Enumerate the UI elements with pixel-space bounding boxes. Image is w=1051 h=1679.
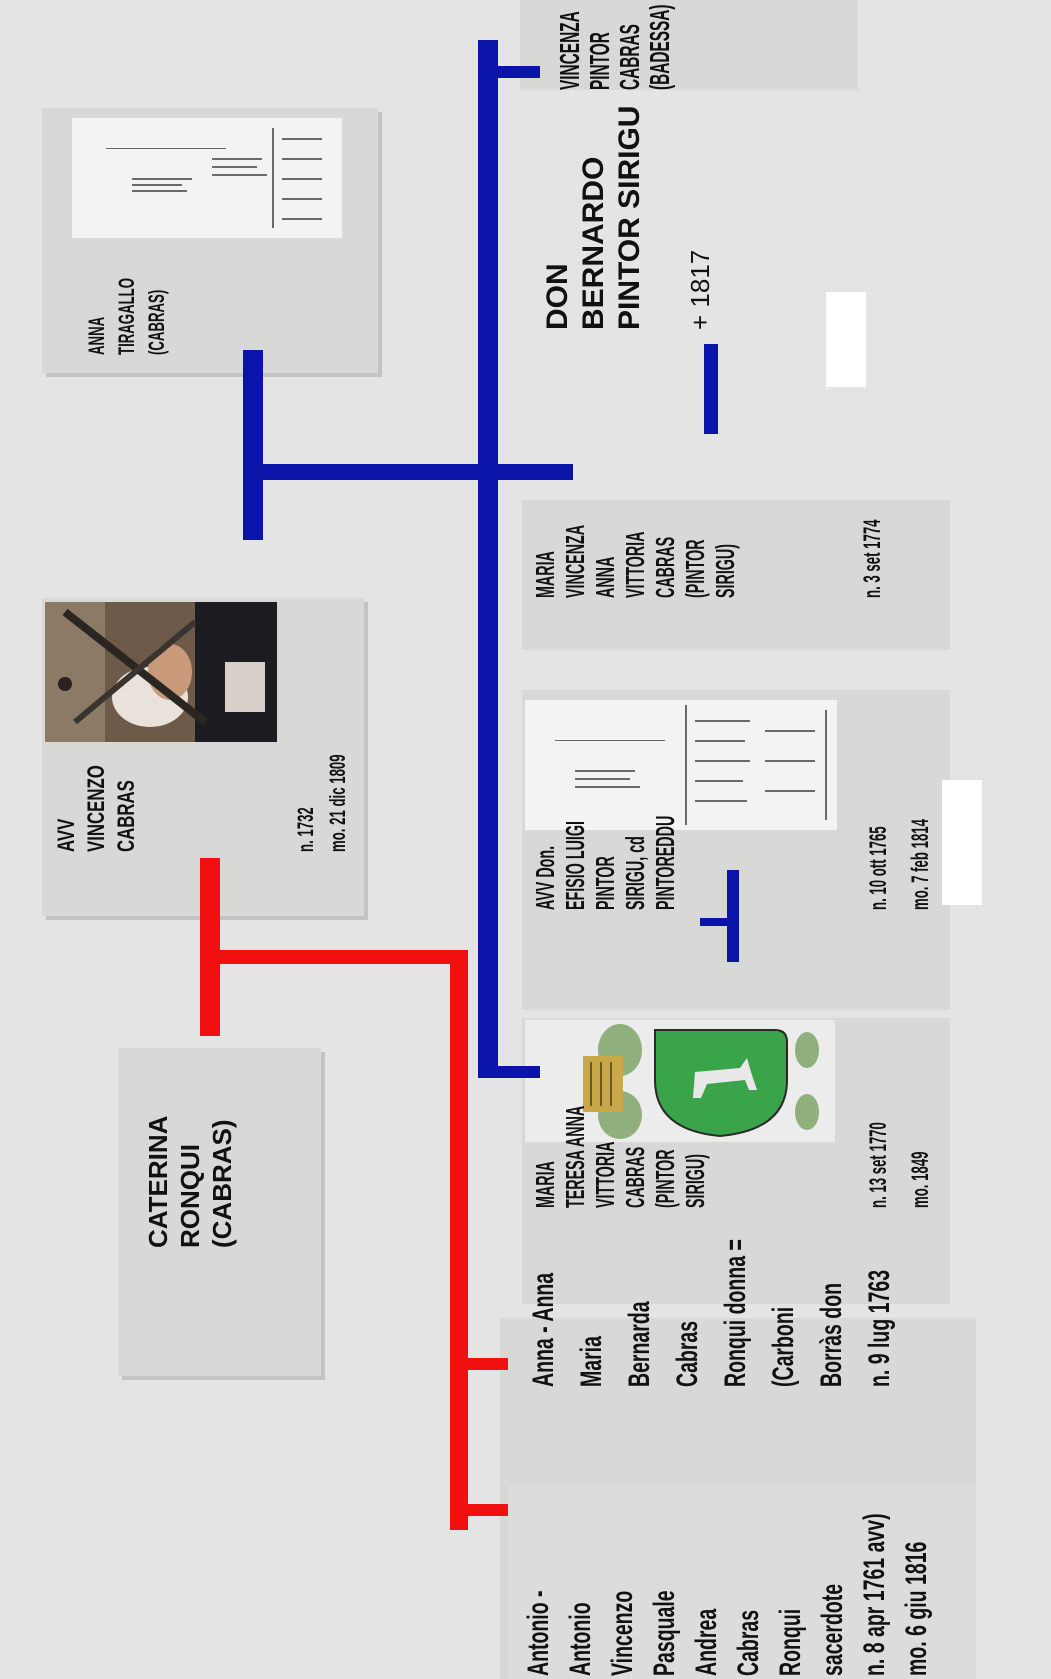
person-avv-vincenzo: AVV VINCENZO CABRAS — [52, 765, 142, 852]
person-vincenza-badessa: VINCENZA PINTOR CABRAS (BADESSA) — [555, 4, 675, 90]
birth-date: n. 9 lug 1763 — [856, 1239, 904, 1387]
name-line: RONQUI — [174, 1116, 206, 1248]
name-line: Vincenzo — [602, 1513, 644, 1676]
person-caterina-ronqui: CATERINA RONQUI (CABRAS) — [142, 1116, 238, 1248]
connector-line — [450, 956, 468, 1530]
person-anna-tiragallo: ANNA TIRAGALLO (CABRAS) — [82, 278, 172, 355]
person-efisio-luigi: AVV Don. EFISIO LUIGI PINTOR SIRIGU, cd … — [530, 816, 680, 910]
connector-line — [704, 344, 718, 434]
name-line: BERNARDO — [576, 106, 612, 330]
name-line: ANNA — [590, 525, 620, 598]
death-year: + 1817 — [685, 250, 715, 330]
name-line: Andrea — [686, 1513, 728, 1676]
name-line: PINTOR — [590, 816, 620, 910]
death-date: mo. 21 dic 1809 — [322, 754, 354, 852]
name-line: DON — [540, 106, 576, 330]
birth-date: n. 3 set 1774 — [858, 519, 888, 598]
name-line: SIRIGU, cd — [620, 816, 650, 910]
name-line: PINTOR — [585, 4, 615, 90]
name-line: Anna - Anna — [520, 1239, 568, 1387]
connector-line — [243, 464, 573, 480]
name-line: VITTORIA — [590, 1106, 620, 1208]
connector-line — [700, 918, 728, 926]
person-maria-teresa: MARIA TERESA ANNA VITTORIA CABRAS (PINTO… — [530, 1106, 710, 1208]
connector-line — [200, 950, 468, 964]
name-line: (CABRAS) — [206, 1116, 238, 1248]
dates-maria-teresa: n. 13 set 1770 mo. 1849 — [858, 1122, 942, 1208]
dates-avv-vincenzo: n. 1732 mo. 21 dic 1809 — [290, 754, 354, 852]
person-anna-maria: Anna - Anna Maria Bernarda Cabras Ronqui… — [520, 1239, 904, 1387]
connector-line — [478, 66, 540, 78]
name-line: EFISIO LUIGI — [560, 816, 590, 910]
death-date: mo. 1849 — [900, 1122, 942, 1208]
name-line: ANNA — [82, 278, 112, 355]
dates-maria-vincenza: n. 3 set 1774 — [858, 519, 888, 598]
name-line: VINCENZO — [82, 765, 112, 852]
name-line: PINTOREDDU — [650, 816, 680, 910]
document-thumbnail-icon — [525, 700, 837, 830]
portrait-photo-icon — [45, 602, 277, 742]
birth-date: n. 1732 — [290, 754, 322, 852]
name-line: MARIA — [530, 1106, 560, 1208]
name-line: MARIA — [530, 525, 560, 598]
person-maria-vincenza: MARIA VINCENZA ANNA VITTORIA CABRAS (PIN… — [530, 525, 740, 598]
name-line: AVV Don. — [530, 816, 560, 910]
name-line: Antonio — [560, 1513, 602, 1676]
death-year-text: + 1817 — [685, 250, 715, 330]
name-line: Maria — [568, 1239, 616, 1387]
connector-line — [450, 1358, 508, 1370]
document-thumbnail-icon — [72, 118, 342, 238]
name-line: (BADESSA) — [645, 4, 675, 90]
connector-line — [478, 40, 498, 1078]
birth-date: n. 10 ott 1765 — [858, 819, 900, 910]
dates-efisio-luigi: n. 10 ott 1765 mo. 7 feb 1814 — [858, 819, 942, 910]
name-line: Antonio - — [518, 1513, 560, 1676]
name-line: VINCENZA — [560, 525, 590, 598]
birth-date: n. 13 set 1770 — [858, 1122, 900, 1208]
name-line: (Carboni — [760, 1239, 808, 1387]
person-don-bernardo: DON BERNARDO PINTOR SIRIGU — [540, 106, 648, 330]
name-line: Pasquale — [644, 1513, 686, 1676]
name-line: sacerdote — [812, 1513, 854, 1676]
name-line: Cabras — [728, 1513, 770, 1676]
name-line: TIRAGALLO — [112, 278, 142, 355]
name-line: SIRIGU) — [680, 1106, 710, 1208]
name-line: (CABRAS) — [142, 278, 172, 355]
name-line: Bernarda — [616, 1239, 664, 1387]
name-line: TERESA ANNA — [560, 1106, 590, 1208]
connector-line — [200, 858, 220, 1036]
person-antonio: Antonio - Antonio Vincenzo Pasquale Andr… — [518, 1513, 938, 1676]
connector-line — [727, 870, 739, 962]
name-line: VINCENZA — [555, 4, 585, 90]
name-line: CABRAS — [650, 525, 680, 598]
placeholder-block — [826, 292, 866, 387]
name-line: CABRAS — [620, 1106, 650, 1208]
placeholder-block — [942, 780, 982, 905]
name-line: CATERINA — [142, 1116, 174, 1248]
name-line: AVV — [52, 765, 82, 852]
birth-date: n. 8 apr 1761 avv) — [854, 1513, 896, 1676]
name-line: (PINTOR — [650, 1106, 680, 1208]
name-line: PINTOR SIRIGU — [612, 106, 648, 330]
name-line: SIRIGU) — [710, 525, 740, 598]
name-line: CABRAS — [615, 4, 645, 90]
name-line: VITTORIA — [620, 525, 650, 598]
name-line: Cabras — [664, 1239, 712, 1387]
death-date: mo. 7 feb 1814 — [900, 819, 942, 910]
connector-line — [478, 1066, 540, 1078]
name-line: Ronqui donna = — [712, 1239, 760, 1387]
name-line: Ronqui — [770, 1513, 812, 1676]
name-line: Borràs don — [808, 1239, 856, 1387]
name-line: (PINTOR — [680, 525, 710, 598]
death-date: mo. 6 giu 1816 — [896, 1513, 938, 1676]
name-line: CABRAS — [112, 765, 142, 852]
connector-line — [450, 1504, 508, 1516]
connector-line — [243, 350, 263, 540]
